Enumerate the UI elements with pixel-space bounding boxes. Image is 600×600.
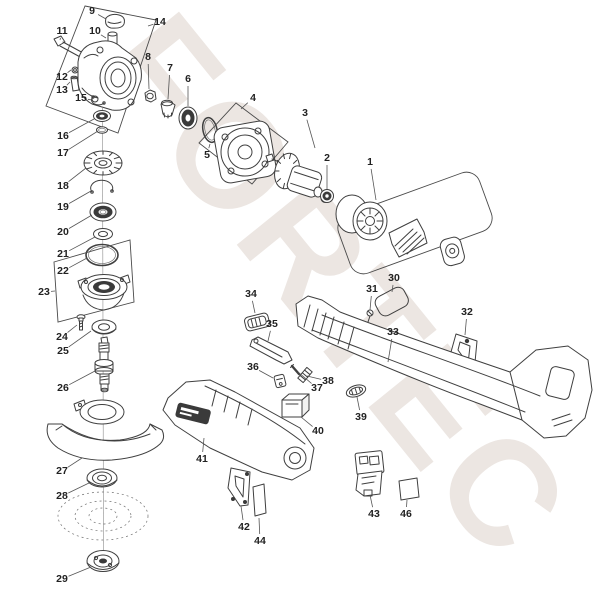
part-29-lock-nut: [87, 551, 119, 572]
part-23-bearing-box: [78, 275, 130, 311]
part-leader-12: [68, 70, 72, 73]
group-box-23: [54, 240, 134, 322]
leader-lines: [51, 15, 466, 577]
part-3-armature: [266, 151, 329, 203]
part-42-bracket: [228, 468, 250, 506]
part-leader-26: [69, 371, 95, 385]
part-46-label-sheet: [399, 478, 419, 500]
part-12-nut: [72, 67, 78, 73]
part-leader-44: [259, 518, 260, 534]
part-leader-27: [68, 458, 82, 467]
part-36-latch: [274, 374, 287, 388]
part-43-switch: [355, 451, 384, 496]
group-box-4: [199, 103, 288, 184]
part-38-spring: [298, 367, 312, 382]
part-leader-7: [168, 75, 170, 99]
part-26-spindle: [95, 337, 113, 392]
part-leader-16: [69, 119, 94, 133]
part-leader-28: [68, 483, 89, 493]
part-28-inner-flange: [87, 469, 117, 487]
part-leader-15: [88, 99, 92, 100]
group-box-14: [46, 6, 156, 133]
part-leader-46: [407, 500, 408, 507]
part-15-circlip: [91, 96, 105, 105]
part-6-bearing: [179, 107, 197, 129]
group-box-1: [334, 168, 496, 278]
part-33-housing-right: [296, 296, 592, 438]
part-20-ball-bearing: [90, 203, 116, 221]
part-9-cap: [106, 14, 125, 28]
part-leader-30: [392, 285, 393, 292]
part-21-washer: [94, 229, 113, 240]
part-leader-38: [307, 376, 321, 379]
part-5-o-ring: [201, 116, 220, 143]
part-7-pinion-gear: [161, 100, 175, 118]
part-leader-42: [241, 506, 243, 520]
part-8-nut: [145, 90, 156, 102]
part-leader-5: [209, 144, 210, 148]
part-13-pin: [71, 76, 79, 91]
part-25-flange: [92, 320, 116, 334]
part-19-retaining-ring: [91, 180, 114, 193]
part-leader-37: [298, 372, 312, 384]
part-leader-11: [60, 38, 61, 40]
part-leader-43: [370, 495, 373, 507]
part-leader-25: [69, 331, 91, 347]
part-35-slide-lever: [250, 337, 292, 364]
gear-housing: [78, 41, 141, 110]
part-leader-20: [69, 215, 92, 229]
part-44-sheet: [253, 484, 266, 516]
part-leader-4: [241, 103, 248, 109]
part-leader-31: [370, 296, 371, 310]
part-leader-40: [301, 417, 313, 427]
part-leader-17: [69, 131, 98, 149]
part-leader-13: [67, 82, 70, 85]
part-34-switch-button: [244, 312, 271, 331]
part-leader-35: [268, 331, 270, 341]
part-leader-29: [69, 567, 92, 576]
part-16-bearing: [94, 111, 111, 122]
part-39-button: [345, 383, 367, 400]
part-27-wheel-guard: [47, 400, 163, 460]
part-leader-22: [69, 258, 87, 268]
part-4-bearing-plate: [213, 120, 278, 185]
part-leader-1: [371, 169, 376, 200]
part-24-screw: [77, 315, 85, 330]
part-leader-10: [101, 35, 106, 38]
part-leader-34: [252, 301, 255, 313]
part-1-motor: [336, 195, 466, 267]
part-18-bevel-gear: [84, 151, 122, 175]
grinding-wheel-dashed: [58, 492, 148, 540]
part-40-block: [282, 394, 309, 417]
part-30-label-sticker: [373, 285, 411, 319]
part-37-pin: [291, 365, 300, 375]
part-leader-14: [148, 24, 153, 26]
part-22-o-ring: [86, 245, 118, 266]
part-leader-41: [203, 438, 204, 452]
part-leader-9: [98, 15, 106, 20]
part-leader-24: [68, 325, 78, 333]
part-leader-36: [259, 370, 273, 378]
part-31-screw: [367, 310, 373, 322]
part-41-housing-left: [163, 380, 314, 480]
part-leader-39: [357, 397, 360, 410]
part-leader-19: [69, 191, 91, 204]
part-2-washer: [321, 190, 334, 203]
part-leader-32: [465, 319, 466, 335]
part-leader-33: [388, 339, 392, 362]
part-leader-21: [69, 237, 95, 251]
part-17-ring: [97, 127, 108, 133]
part-leader-18: [69, 168, 87, 182]
part-leader-8: [148, 64, 149, 89]
part-leader-3: [307, 120, 315, 148]
part-10-sleeve: [108, 32, 117, 45]
